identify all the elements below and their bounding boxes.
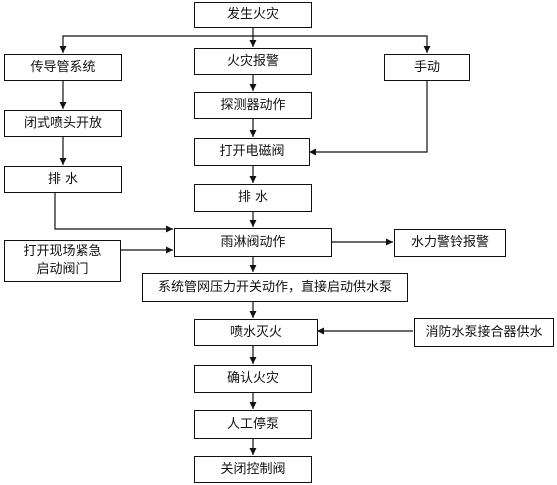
node-detector-action: 探测器动作 bbox=[194, 92, 312, 119]
node-drain-left: 排 水 bbox=[4, 166, 122, 193]
node-pump-adapter-supply: 消防水泵接合器供水 bbox=[414, 318, 554, 347]
edge-fire-manual bbox=[253, 35, 431, 53]
node-confirm-fire: 确认火灾 bbox=[194, 365, 312, 393]
node-closed-sprinkler-open: 闭式喷头开放 bbox=[4, 110, 122, 137]
edge-fire-transfer bbox=[59, 35, 253, 53]
edge-manual-solenoid bbox=[309, 80, 428, 156]
node-pressure-switch-start-pump: 系统管网压力开关动作，直接启动供水泵 bbox=[142, 273, 408, 302]
node-fire: 发生火灾 bbox=[194, 2, 312, 28]
node-spray-extinguish: 喷水灭火 bbox=[194, 319, 318, 346]
node-transfer-pipe-system: 传导管系统 bbox=[4, 54, 122, 81]
node-water-motor-bell: 水力警铃报警 bbox=[394, 229, 506, 257]
node-drain-center: 排 水 bbox=[194, 184, 312, 212]
edge-drain-deluge bbox=[54, 192, 173, 233]
node-emergency-start-valve: 打开现场紧急 启动阀门 bbox=[4, 240, 121, 282]
node-close-control-valve: 关闭控制阀 bbox=[194, 456, 312, 483]
node-open-solenoid-valve: 打开电磁阀 bbox=[194, 138, 310, 166]
node-manual-stop-pump: 人工停泵 bbox=[194, 410, 312, 439]
node-manual: 手动 bbox=[384, 54, 470, 81]
node-deluge-valve-action: 雨淋阀动作 bbox=[174, 228, 332, 257]
node-fire-alarm: 火灾报警 bbox=[194, 48, 312, 75]
